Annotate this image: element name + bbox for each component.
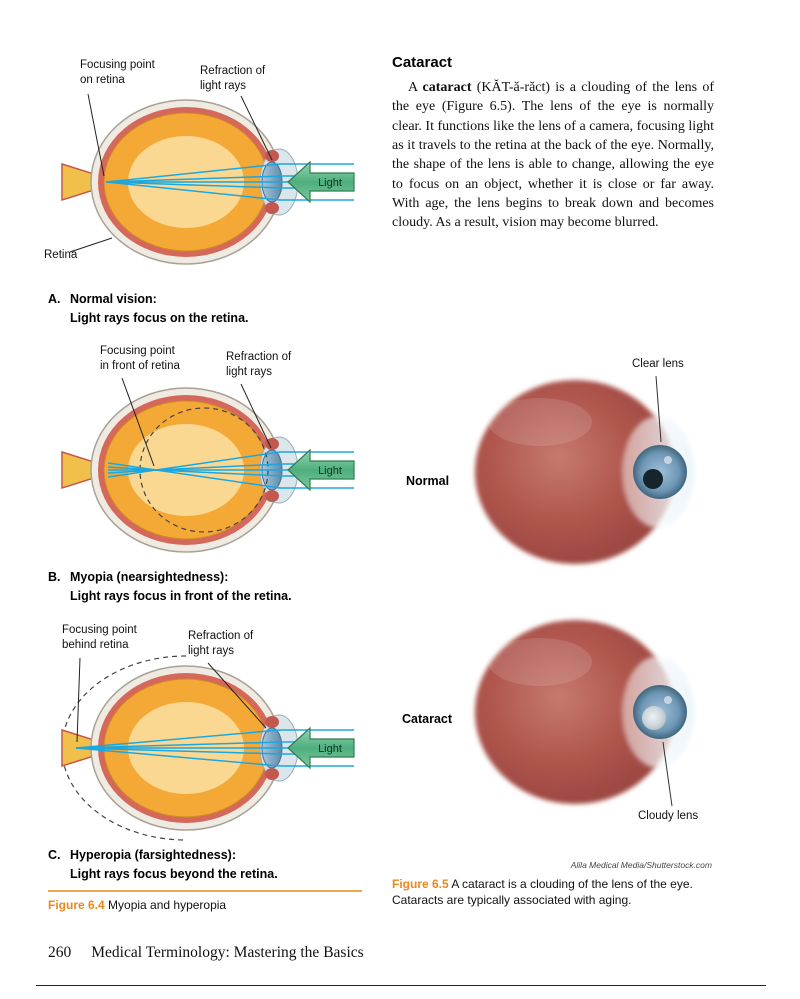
figure64-divider: [48, 890, 362, 892]
pointer-lines: [121, 377, 272, 467]
paragraph-text: A: [408, 80, 423, 95]
eye-state-label: Cataract: [402, 712, 453, 726]
light-arrow-label: Light: [318, 177, 342, 189]
pointer-line: [655, 375, 662, 443]
light-arrow-label: Light: [318, 465, 342, 477]
caption-a-letter: A.: [48, 292, 61, 306]
eye-cross-section-a: Light: [61, 93, 355, 265]
caption-a: A. Normal vision: Light rays focus on the…: [48, 290, 249, 328]
caption-b-subtitle: Light rays focus in front of the retina.: [70, 588, 292, 603]
caption-c-title: Hyperopia (farsightedness):: [70, 848, 237, 862]
cloudy-lens-label: Cloudy lens: [638, 810, 699, 822]
label-refraction: Refraction of light rays: [200, 65, 266, 92]
label-focusing-point: Focusing point on retina: [80, 59, 155, 86]
paragraph-text-rest: (KĂT-ă-răct) is a clouding of the lens o…: [392, 80, 714, 231]
normal-eye-dashed-outline: [61, 655, 187, 841]
label-focusing-point: Focusing point in front of retina: [100, 345, 180, 372]
optic-nerve: [61, 162, 95, 202]
book-title: Medical Terminology: Mastering the Basic…: [91, 944, 364, 961]
figure-normal-eye: Normal Clear lens: [400, 352, 712, 597]
pupil: [643, 469, 663, 489]
normal-eye-render: [475, 375, 694, 564]
cataract-eye-render: [475, 620, 694, 807]
section-heading-cataract: Cataract: [392, 54, 453, 71]
figure64-label: Figure 6.4: [48, 898, 105, 912]
pointer-line: [662, 741, 673, 807]
figure64-caption-text: Myopia and hyperopia: [108, 898, 227, 912]
caption-c-subtitle: Light rays focus beyond the retina.: [70, 866, 278, 881]
caption-b-title: Myopia (nearsightedness):: [70, 570, 229, 584]
light-arrow: [287, 448, 355, 492]
figure-cataract-eye: Cataract Cloudy lens: [400, 592, 712, 837]
pointer-lines: [69, 93, 273, 253]
photo-credit: Alila Medical Media/Shutterstock.com: [570, 860, 712, 870]
label-retina: Retina: [44, 249, 78, 261]
light-arrow: [287, 160, 355, 204]
keyterm-cataract: cataract: [422, 80, 472, 95]
label-focusing-point: Focusing point behind retina: [62, 624, 137, 651]
eye-cross-section-b: Light: [61, 377, 355, 553]
figure65-caption: Figure 6.5 A cataract is a clouding of t…: [392, 876, 718, 908]
figure65-caption-text: A cataract is a clouding of the lens of …: [392, 877, 693, 908]
eyeball-sphere: [475, 380, 675, 564]
optic-nerve: [61, 450, 95, 490]
caption-c-letter: C.: [48, 848, 61, 862]
light-arrow: [287, 726, 355, 770]
cataract-paragraph: A cataract (KĂT-ă-răct) is a clouding of…: [392, 78, 714, 233]
caption-a-subtitle: Light rays focus on the retina.: [70, 310, 249, 325]
page-number: 260: [48, 944, 72, 961]
cloudy-lens: [642, 706, 666, 730]
figure64-caption: Figure 6.4 Myopia and hyperopia: [48, 897, 362, 913]
figure65-label: Figure 6.5: [392, 877, 449, 891]
bottom-rule: [36, 985, 766, 986]
light-arrow-label: Light: [318, 743, 342, 755]
diagram-normal-vision: Light Focusing point on retina Refractio…: [36, 52, 366, 302]
diagram-hyperopia: Light Focusing point behind retina Refra…: [36, 618, 366, 868]
clear-lens-label: Clear lens: [632, 358, 684, 370]
label-refraction: Refraction of light rays: [226, 351, 292, 378]
caption-b: B. Myopia (nearsightedness): Light rays f…: [48, 568, 292, 606]
caption-c: C. Hyperopia (farsightedness): Light rays…: [48, 846, 278, 884]
caption-a-title: Normal vision:: [70, 292, 157, 306]
diagram-myopia: Light Focusing point in front of retina …: [36, 340, 366, 590]
label-refraction: Refraction of light rays: [188, 630, 254, 657]
caption-b-letter: B.: [48, 570, 61, 584]
eyeball-sphere: [475, 620, 675, 804]
eye-state-label: Normal: [406, 474, 450, 488]
eye-cross-section-c: Light: [61, 655, 355, 841]
page-footer: 260 Medical Terminology: Mastering the Ba…: [48, 944, 364, 962]
pointer-lines: [76, 657, 267, 743]
